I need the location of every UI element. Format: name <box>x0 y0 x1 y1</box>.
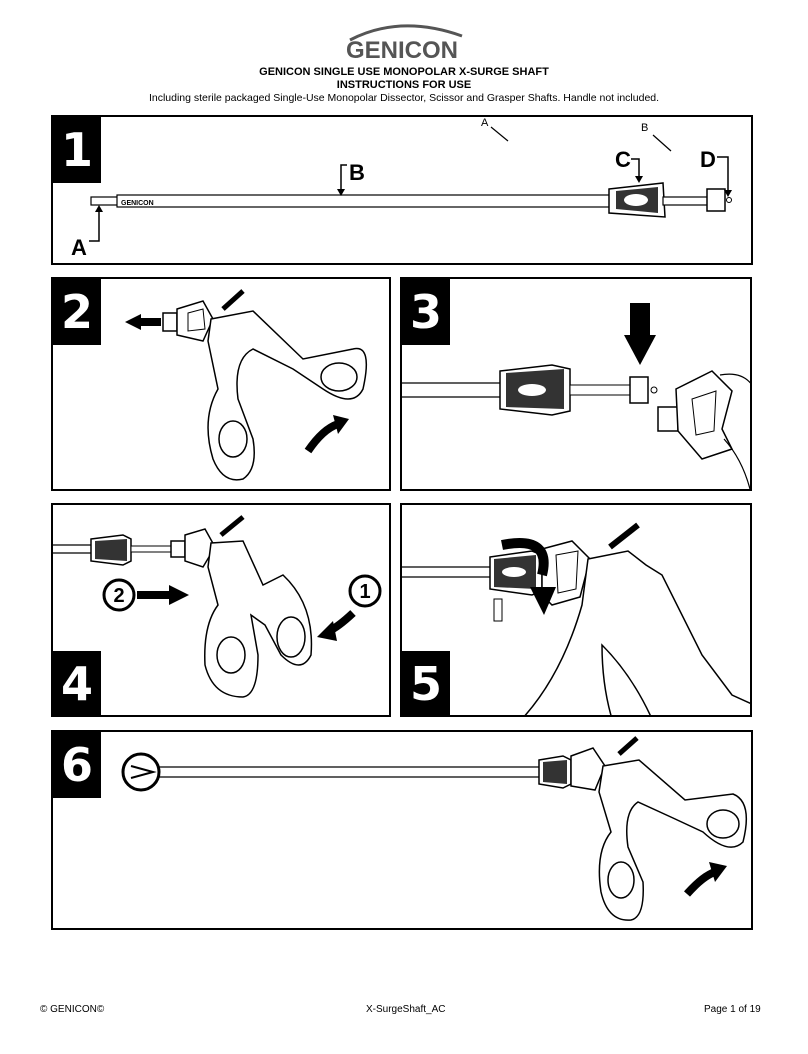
panel-step-3: 3 <box>400 277 752 491</box>
shaft-diagram: A B GENICON B C D A <box>71 117 732 260</box>
shaft-tube <box>116 194 615 208</box>
logo-text: GENICON <box>346 37 458 64</box>
connector-d <box>706 188 726 212</box>
shaft-tip <box>90 196 120 206</box>
footer-copyright: © GENICON© <box>40 1004 105 1015</box>
document-title: GENICON SINGLE USE MONOPOLAR X-SURGE SHA… <box>259 66 549 78</box>
label-a-top: A <box>481 117 489 129</box>
step-number-3: 3 <box>402 279 450 345</box>
document-description: Including sterile packaged Single-Use Mo… <box>148 92 660 104</box>
panel-step-2: 2 <box>51 277 391 491</box>
label-a: A <box>71 235 87 260</box>
footer-doc-code: X-SurgeShaft_AC <box>366 1004 446 1015</box>
step-number-5: 5 <box>402 651 450 715</box>
label-c: C <box>615 147 631 172</box>
panel-step-4: 4 2 1 <box>51 503 391 717</box>
panel-step-5: 5 <box>400 503 752 717</box>
document-subtitle-heading: INSTRUCTIONS FOR USE <box>336 79 472 91</box>
assembled-diagram <box>121 736 748 921</box>
step-number-1: 1 <box>53 117 101 183</box>
label-d: D <box>700 147 716 172</box>
footer-page-number: Page 1 of 19 <box>704 1004 761 1015</box>
panel-step-1: 1 A B GENICON B C D A <box>51 115 753 265</box>
label-b-top: B <box>641 122 648 134</box>
shaft-brand: GENICON <box>121 200 154 207</box>
panel-step-6: 6 <box>51 730 753 930</box>
step-number-2: 2 <box>53 279 101 345</box>
attach-diagram <box>402 303 750 489</box>
rotate-diagram <box>402 522 750 715</box>
step-number-4: 4 <box>53 651 101 715</box>
step-number-6: 6 <box>53 732 101 798</box>
handle-diagram <box>125 289 368 481</box>
genicon-logo: GENICON <box>346 24 463 64</box>
circle-2-label: 2 <box>113 585 124 607</box>
circle-1-label: 1 <box>359 581 370 603</box>
insert-diagram: 2 1 <box>53 515 382 698</box>
jaw-detail-icon <box>121 752 161 792</box>
label-b: B <box>349 160 365 185</box>
